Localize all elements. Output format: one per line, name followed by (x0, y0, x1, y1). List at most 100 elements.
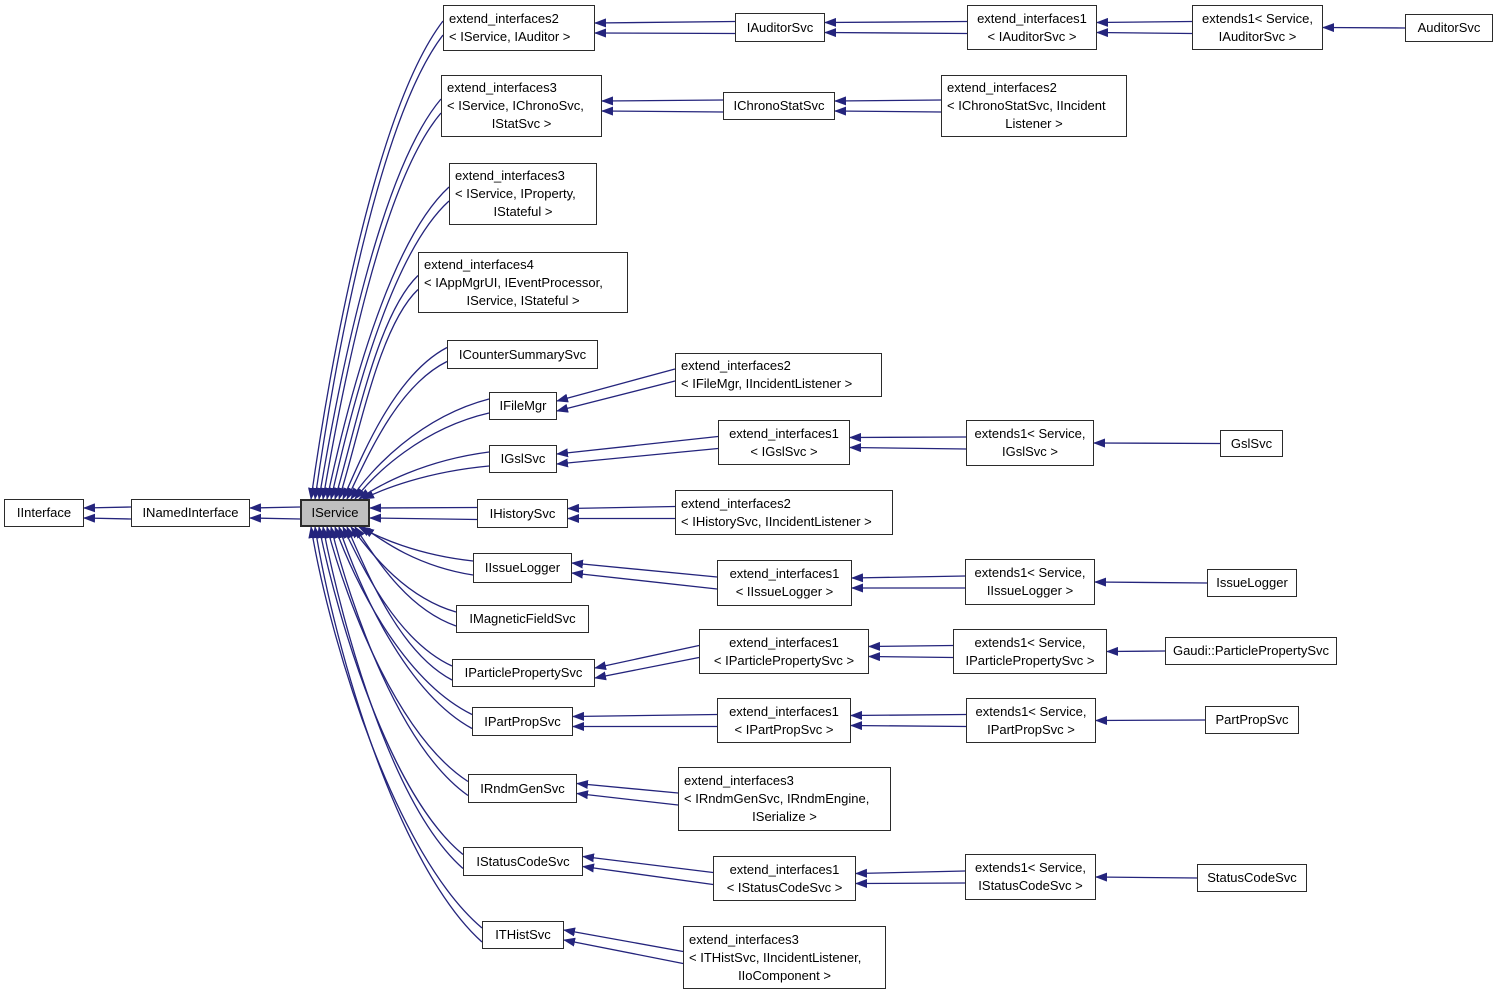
edge-icountersummarysvc-iservice (346, 360, 448, 500)
class-node-iauditorsvc[interactable]: IAuditorSvc (735, 13, 825, 42)
edge-ipartpropsvc-iservice (334, 526, 473, 716)
class-node-label-line: < IRndmGenSvc, IRndmEngine, (684, 791, 870, 806)
class-node-iparticlepropertysvc[interactable]: IParticlePropertySvc (452, 659, 595, 687)
class-node-imagneticfieldsvc[interactable]: IMagneticFieldSvc (456, 605, 589, 633)
edge-ithistsvc-iservice (312, 526, 483, 943)
class-node-ihistorysvc[interactable]: IHistorySvc (477, 499, 568, 528)
class-node-ichronostatsvc[interactable]: IChronoStatSvc (723, 92, 835, 120)
edge-ei2_history-ihistorysvc (567, 503, 676, 513)
class-node-icountersummarysvc[interactable]: ICounterSummarySvc (447, 340, 598, 369)
class-node-label-line: IRndmGenSvc (480, 780, 565, 796)
edge-iissuelogger-iservice (358, 526, 474, 562)
class-node-ei2_history[interactable]: extend_interfaces2< IHistorySvc, IIncide… (675, 490, 893, 535)
class-node-auditorsvc[interactable]: AuditorSvc (1405, 14, 1493, 42)
class-node-gaudi_particlepropertysvc[interactable]: Gaudi::ParticlePropertySvc (1165, 637, 1337, 665)
class-node-partpropsvc[interactable]: PartPropSvc (1205, 706, 1299, 734)
edge-iauditorsvc-ei2_auditor (594, 28, 736, 38)
class-node-label-line: < IHistorySvc, IIncidentListener > (681, 513, 872, 529)
edge-ex1_auditorsvc-ei1_auditorsvc (1096, 28, 1193, 38)
class-node-ei1_statuscode[interactable]: extend_interfaces1< IStatusCodeSvc > (713, 856, 856, 901)
class-node-label-line: Listener > (1005, 116, 1063, 131)
class-node-iissuelogger[interactable]: IIssueLogger (473, 553, 572, 583)
edge-ei4_appmgr-iservice (338, 289, 419, 500)
class-node-ei1_gslsvc[interactable]: extend_interfaces1< IGslSvc > (718, 420, 850, 465)
class-node-label-line: IFileMgr (499, 398, 547, 413)
class-node-label-line: extend_interfaces1 (977, 10, 1087, 26)
edge-icountersummarysvc-iservice (342, 346, 448, 500)
class-node-label-line: StatusCodeSvc (1207, 870, 1297, 885)
class-node-ex1_auditorsvc[interactable]: extends1< Service, IAuditorSvc > (1192, 5, 1323, 50)
class-node-ithistsvc[interactable]: ITHistSvc (482, 921, 564, 949)
class-node-ei3_thist[interactable]: extend_interfaces3< ITHistSvc, IIncident… (683, 926, 886, 989)
edge-ei1_particleprop-iparticlepropertysvc (594, 644, 700, 671)
edge-ihistorysvc-iservice (369, 513, 478, 523)
class-node-ifilemgr[interactable]: IFileMgr (489, 392, 557, 420)
class-node-ex1_gslsvc[interactable]: extends1< Service,IGslSvc > (966, 420, 1094, 466)
class-node-ex1_statuscode[interactable]: extends1< Service,IStatusCodeSvc > (965, 854, 1096, 900)
class-node-issuelogger[interactable]: IssueLogger (1207, 569, 1297, 597)
edge-inamedinterface-iinterface (83, 503, 132, 513)
edge-igslsvc-iservice (362, 465, 490, 500)
class-node-ei1_particleprop[interactable]: extend_interfaces1< IParticlePropertySvc… (699, 629, 869, 674)
edge-ex1_partprop-ei1_partprop (850, 710, 967, 720)
edge-ei3_thist-ithistsvc (563, 927, 684, 953)
edge-ei1_issuelogger-iissuelogger (571, 559, 718, 578)
edge-iparticlepropertysvc-iservice (342, 526, 453, 667)
class-node-ei3_rndm[interactable]: extend_interfaces3< IRndmGenSvc, IRndmEn… (678, 767, 891, 831)
class-node-ex1_partprop[interactable]: extends1< Service,IPartPropSvc > (966, 698, 1096, 743)
class-node-ei1_issuelogger[interactable]: extend_interfaces1< IIssueLogger > (717, 560, 852, 606)
class-node-label-line: Gaudi::ParticlePropertySvc (1172, 643, 1330, 658)
class-node-ei2_chrono[interactable]: extend_interfaces2< IChronoStatSvc, IInc… (941, 75, 1127, 137)
class-node-label-line: IStatSvc > (491, 116, 552, 131)
class-node-ei4_appmgr[interactable]: extend_interfaces4< IAppMgrUI, IEventPro… (418, 252, 628, 313)
class-node-ei1_auditorsvc[interactable]: extend_interfaces1 < IAuditorSvc > (967, 5, 1097, 50)
edge-gaudi_particlepropertysvc-ex1_particleprop (1106, 646, 1166, 656)
class-node-ipartpropsvc[interactable]: IPartPropSvc (472, 707, 573, 736)
class-node-ex1_particleprop[interactable]: extends1< Service,IParticlePropertySvc > (953, 629, 1107, 674)
class-node-iinterface[interactable]: IInterface (4, 499, 84, 527)
class-node-ex1_issuelogger[interactable]: extends1< Service,IIssueLogger > (965, 559, 1095, 605)
class-node-ei3_chrono[interactable]: extend_interfaces3< IService, IChronoSvc… (441, 75, 602, 137)
class-node-statuscodesvc[interactable]: StatusCodeSvc (1197, 864, 1307, 892)
edge-ex1_particleprop-ei1_particleprop (868, 652, 954, 662)
class-node-gslsvc[interactable]: GslSvc (1220, 430, 1283, 457)
class-node-label-line: < IService, IChronoSvc, (447, 98, 584, 113)
class-node-ei1_partprop[interactable]: extend_interfaces1 < IPartPropSvc > (717, 698, 851, 743)
class-node-ei3_prop[interactable]: extend_interfaces3< IService, IProperty,… (449, 163, 597, 225)
edge-ei1_gslsvc-igslsvc (556, 435, 719, 458)
class-node-label-line: extends1< Service, (1202, 10, 1313, 26)
edge-gslsvc-ex1_gslsvc (1093, 438, 1221, 448)
edge-ei3_thist-ithistsvc (563, 937, 684, 965)
class-node-label-line: IStatusCodeSvc (476, 853, 570, 869)
class-node-irndmgensvc[interactable]: IRndmGenSvc (468, 774, 577, 803)
edge-ex1_partprop-ei1_partprop (850, 721, 967, 731)
class-node-label-line: < IAppMgrUI, IEventProcessor, (424, 274, 603, 290)
class-node-label-line: IIssueLogger > (986, 583, 1074, 598)
edge-ei2_auditor-iservice (312, 34, 444, 500)
class-node-ei2_filemgr[interactable]: extend_interfaces2< IFileMgr, IIncidentL… (675, 353, 882, 397)
class-node-label-line: IIssueLogger (484, 560, 561, 575)
class-node-label-line: extend_interfaces3 (689, 931, 799, 947)
edge-ihistorysvc-iservice (369, 503, 478, 513)
class-node-label-line: extend_interfaces2 (947, 80, 1057, 95)
class-node-inamedinterface[interactable]: INamedInterface (131, 499, 250, 527)
class-node-label-line: < IStatusCodeSvc > (726, 879, 843, 895)
edge-iissuelogger-iservice (362, 526, 474, 576)
edge-ei3_prop-iservice (324, 186, 450, 500)
class-node-istatuscodesvc[interactable]: IStatusCodeSvc (463, 847, 583, 876)
class-node-label-line: < IAuditorSvc > (987, 28, 1077, 44)
class-node-label-line: IAuditorSvc > (1218, 28, 1297, 44)
class-node-label-line: extend_interfaces1 (729, 703, 839, 719)
class-node-label-line: IChronoStatSvc (733, 98, 825, 113)
edge-ex1_issuelogger-ei1_issuelogger (851, 573, 966, 583)
class-node-ei2_auditor[interactable]: extend_interfaces2< IService, IAuditor > (443, 5, 595, 51)
edge-ei1_particleprop-iparticlepropertysvc (594, 656, 700, 681)
edge-istatuscodesvc-iservice (320, 526, 464, 869)
edge-ei1_issuelogger-iissuelogger (571, 569, 718, 590)
class-node-igslsvc[interactable]: IGslSvc (489, 445, 557, 473)
class-node-label-line: < IPartPropSvc > (734, 721, 834, 737)
class-node-label-line: ITHistSvc (495, 927, 551, 942)
class-node-label-line: IGslSvc (500, 451, 546, 466)
edge-ei2_chrono-ichronostatsvc (834, 96, 942, 106)
